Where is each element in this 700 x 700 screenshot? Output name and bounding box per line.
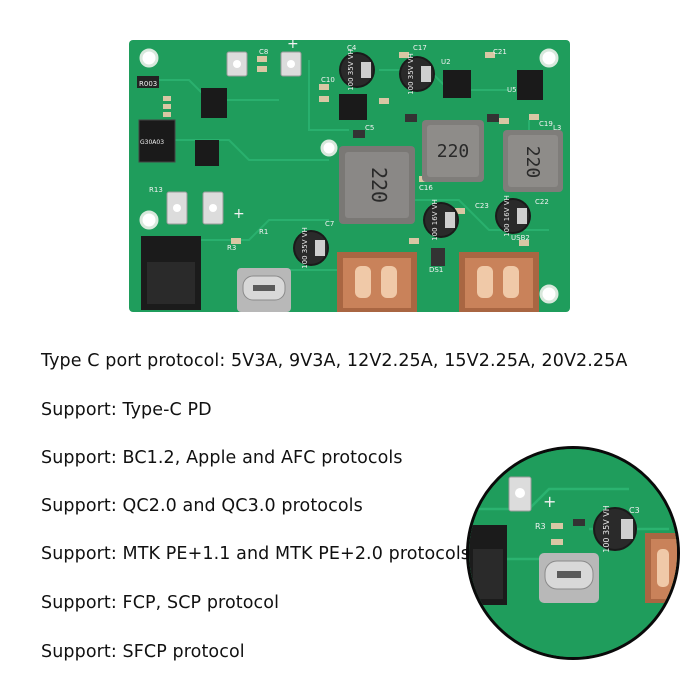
silk-l3: L3: [553, 124, 561, 132]
inductor-1-label: 220: [367, 167, 391, 203]
protocol-line-mtk: Support: MTK PE+1.1 and MTK PE+2.0 proto…: [41, 544, 471, 564]
silk-usb2: USB2: [511, 234, 530, 242]
silk-c16: C16: [419, 184, 433, 192]
silk-ic-left: G30A03: [140, 139, 164, 146]
inset-plus: +: [543, 492, 556, 511]
protocol-line-fcp: Support: FCP, SCP protocol: [41, 593, 280, 613]
silk-c8: C8: [259, 48, 268, 56]
inset-r3: R3: [535, 522, 546, 531]
silk-c10: C10: [321, 76, 335, 84]
zoom-inset: + R3 C3 100 35V VH: [466, 446, 680, 660]
inductor-2-label: 220: [437, 141, 470, 162]
silk-c22: C22: [535, 198, 549, 206]
silk-r3: R3: [227, 244, 236, 252]
protocol-line-qc: Support: QC2.0 and QC3.0 protocols: [41, 496, 363, 516]
inductor-3-label: 220: [522, 146, 543, 179]
silk-c5: C5: [365, 124, 374, 132]
capacitor-5-label: 100 35V VH: [301, 227, 309, 269]
silk-r1: R1: [259, 228, 268, 236]
silk-r13: R13: [149, 186, 163, 194]
capacitor-1-label: 100 35V VH: [347, 49, 355, 91]
protocol-line-sfcp: Support: SFCP protocol: [41, 642, 245, 662]
silk-r003: R003: [139, 80, 157, 88]
silk-c23: C23: [475, 202, 489, 210]
capacitor-2-label: 100 35V VH: [407, 53, 415, 95]
silk-plus-2: +: [233, 206, 245, 222]
silk-u5: U5: [507, 86, 517, 94]
protocol-line-pd: Support: Type-C PD: [41, 400, 212, 420]
inset-cap-label: 100 35V VH: [602, 505, 611, 553]
silk-c4: C4: [347, 44, 357, 52]
capacitor-4-label: 100 16V VH: [503, 195, 511, 237]
silk-ds1: DS1: [429, 266, 443, 274]
silk-u2: U2: [441, 58, 451, 66]
capacitor-3-label: 100 16V VH: [431, 199, 439, 241]
silk-c21: C21: [493, 48, 507, 56]
silk-c7: C7: [325, 220, 334, 228]
pcb-board: 220 220 220 100 35V VH 100 35V VH 100 16…: [129, 36, 570, 312]
silk-c19: C19: [539, 120, 553, 128]
silk-c17: C17: [413, 44, 427, 52]
protocol-line-type-c: Type C port protocol: 5V3A, 9V3A, 12V2.2…: [41, 351, 628, 371]
protocol-line-bc12: Support: BC1.2, Apple and AFC protocols: [41, 448, 403, 468]
silk-plus-1: +: [287, 40, 299, 52]
inset-c3: C3: [629, 506, 640, 515]
